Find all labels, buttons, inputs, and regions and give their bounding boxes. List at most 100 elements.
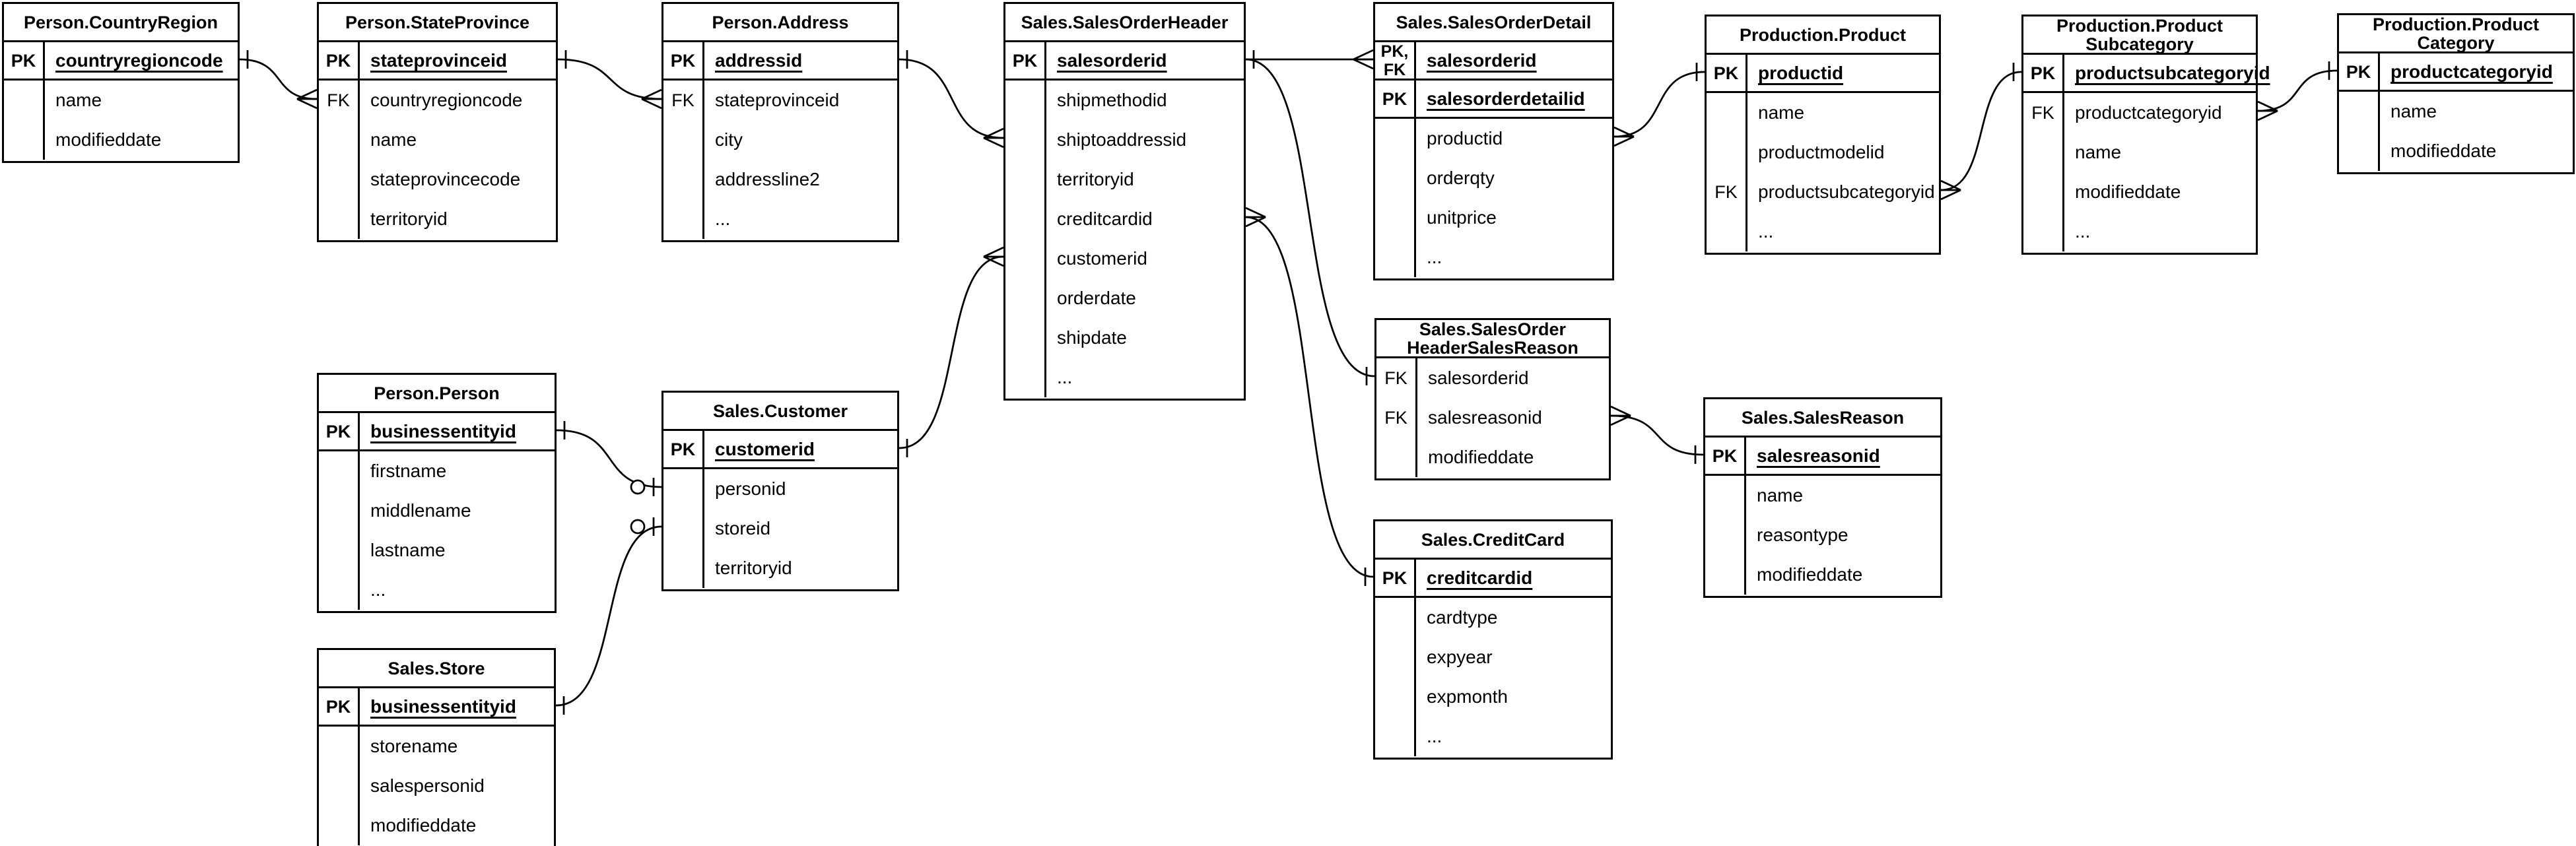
relationship-store-customer [555,517,662,715]
table-row: FK stateprovinceid [663,81,897,120]
key-label: PK [319,688,360,725]
table-row: ... [319,570,555,610]
field-name: shiptoaddressid [1057,129,1187,150]
field-name: salesorderid [1427,49,1537,71]
table-row: PK businessentityid [319,413,555,451]
field-name: name [370,129,417,150]
entity-sales-store[interactable]: Sales.Store PK businessentityid storenam… [317,648,556,846]
table-row: unitprice [1375,198,1612,238]
field-name: reasontype [1757,525,1848,545]
key-label: PK [2023,55,2064,91]
field-name: territoryid [715,558,792,578]
entity-title: Person.Address [663,4,897,42]
key-label: PK [1005,42,1046,79]
table-row: creditcardid [1005,199,1244,239]
entity-person-stateprovince[interactable]: Person.StateProvince PK stateprovinceid … [317,2,558,242]
table-row: PK addressid [663,42,897,81]
table-row: salespersonid [319,766,554,806]
field-name: ... [370,579,386,600]
entity-production-product[interactable]: Production.Product PK productid name pro… [1705,15,1941,255]
table-row: PK stateprovinceid [319,42,556,81]
table-row: ... [2023,212,2256,251]
relationship-customer-salesorderheader [898,246,1004,457]
field-name: salesorderid [1057,49,1167,71]
entity-title: Production.Product [1707,16,1939,55]
entity-title: Production.Product Category [2339,15,2573,53]
field-name: territoryid [1057,169,1134,189]
entity-sales-salesreason[interactable]: Sales.SalesReason PK salesreasonid name … [1703,397,1942,598]
table-row: PK salesorderdetailid [1375,81,1612,119]
field-name: name [2075,142,2122,162]
field-name: ... [1427,726,1442,746]
table-row: PK salesreasonid [1705,438,1940,476]
field-name: orderdate [1057,288,1136,308]
relationship-salesorderheader-headersalesreason [1245,58,1375,385]
table-row: personid [663,469,897,509]
field-name: customerid [1057,248,1147,269]
table-row: PK businessentityid [319,688,554,727]
key-label: PK [319,42,360,79]
field-name: productid [1427,128,1503,148]
field-name: modifieddate [2390,141,2497,161]
field-name: modifieddate [1757,564,1863,585]
table-row: PK productid [1707,55,1939,93]
key-label: FK [663,81,704,120]
table-row: modifieddate [4,120,238,160]
field-name: city [715,129,743,150]
field-name: shipmethodid [1057,90,1167,110]
field-name: stateprovinceid [715,90,840,110]
table-row: modifieddate [1376,438,1609,477]
table-row: customerid [1005,239,1244,278]
entity-sales-creditcard[interactable]: Sales.CreditCard PK creditcardid cardtyp… [1373,519,1613,760]
field-name: ... [1758,221,1774,242]
entity-production-productsubcategory[interactable]: Production.Product Subcategory PK produc… [2021,15,2270,255]
table-row: name [1705,476,1940,515]
key-label: PK, FK [1375,42,1416,79]
table-row: name [4,81,238,120]
table-row: territoryid [663,548,897,588]
entity-person-countryregion[interactable]: Person.CountryRegion PK countryregioncod… [2,2,240,163]
field-name: expmonth [1427,686,1508,707]
relationship-person-customer [556,421,662,496]
field-name: personid [715,478,786,499]
entity-sales-salesorderdetail[interactable]: Sales.SalesOrderDetail PK, FK salesorder… [1373,2,1614,280]
table-row: modifieddate [1705,555,1940,595]
field-name: salesreasonid [1428,407,1542,428]
entity-person-address[interactable]: Person.Address PK addressid FK stateprov… [661,2,899,242]
entity-sales-salesorderheadersalesreason[interactable]: Sales.SalesOrder HeaderSalesReason FK sa… [1374,318,1611,480]
field-name: unitprice [1427,207,1497,228]
field-name: businessentityid [370,420,516,441]
key-label: PK [1375,81,1416,117]
entity-title: Sales.Store [319,650,554,688]
relationship-salesreason-headersalesreason [1610,405,1704,464]
table-row: FK countryregioncode [319,81,556,120]
table-row: storename [319,727,554,766]
entity-person-person[interactable]: Person.Person PK businessentityid firstn… [317,373,557,613]
field-name: customerid [715,438,815,459]
field-name: creditcardid [1427,567,1533,588]
table-row: ... [1707,212,1939,251]
table-row: FK productcategoryid [2023,93,2256,133]
key-label: FK [1376,398,1417,438]
table-row: territoryid [319,199,556,239]
field-name: ... [1427,247,1442,267]
field-name: lastname [370,540,446,560]
key-label: FK [319,81,360,120]
field-name: modifieddate [1428,447,1534,467]
table-row: name [2339,92,2573,131]
table-row: reasontype [1705,515,1940,555]
field-name: addressid [715,49,803,71]
field-name: name [1758,102,1805,123]
entity-title: Production.Product Subcategory [2023,16,2256,55]
table-row: name [319,120,556,160]
table-row: modifieddate [2339,131,2573,171]
field-name: countryregioncode [55,49,223,71]
table-row: cardtype [1375,598,1611,637]
table-row: city [663,120,897,160]
entity-title: Sales.Customer [663,393,897,431]
table-row: PK productsubcategoryid [2023,55,2270,93]
table-row: ... [1375,717,1611,756]
entity-sales-salesorderheader[interactable]: Sales.SalesOrderHeader PK salesorderid s… [1003,2,1246,401]
entity-production-productcategory[interactable]: Production.Product Category PK productca… [2337,13,2575,174]
entity-sales-customer[interactable]: Sales.Customer PK customerid personid st… [661,391,899,591]
